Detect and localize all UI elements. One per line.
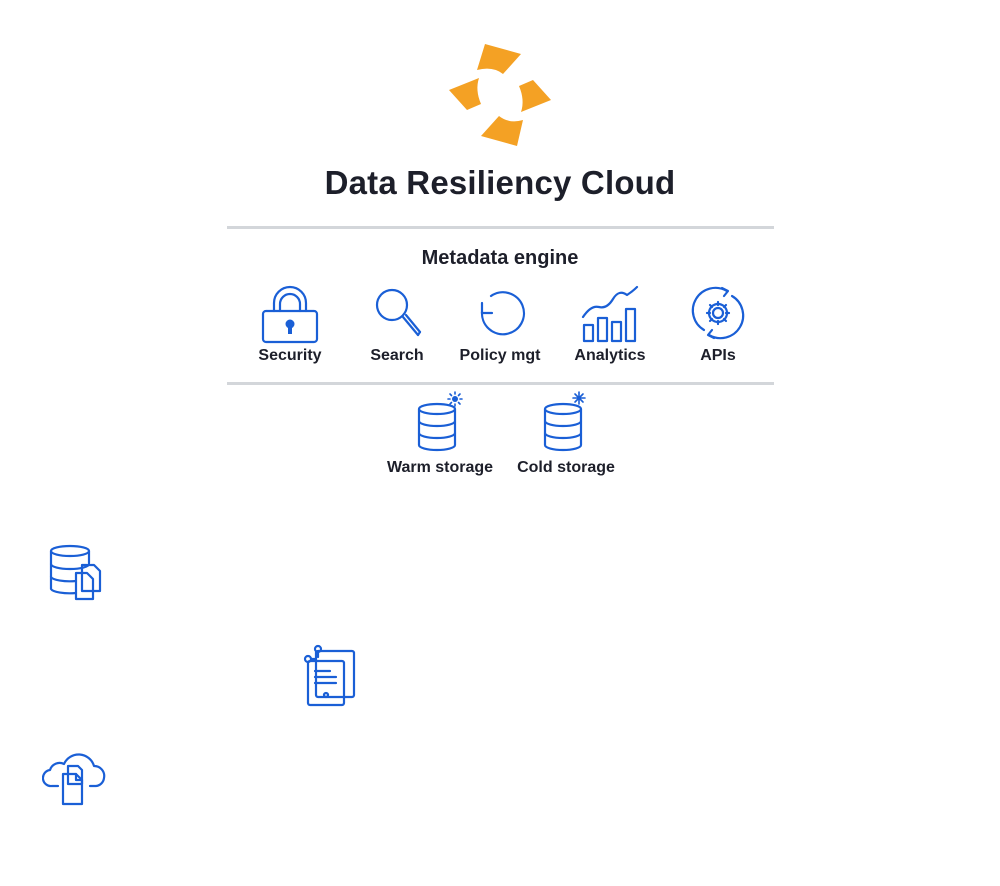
database-files-icon: [46, 543, 108, 608]
gear-sync-icon: [691, 286, 745, 340]
padlock-icon: [261, 285, 319, 344]
storage-label: Warm storage: [386, 459, 494, 476]
feature-search: Search: [342, 285, 452, 365]
feature-analytics: Analytics: [555, 285, 665, 365]
cloud-files-icon: [41, 748, 110, 813]
top-divider: [227, 226, 774, 229]
storage-cold: Cold storage: [501, 391, 631, 477]
metadata-engine-title: Metadata engine: [421, 247, 579, 269]
page-title: Data Resiliency Cloud: [324, 164, 676, 201]
database-sun-icon: [417, 391, 463, 452]
feature-label: Analytics: [574, 347, 646, 364]
database-snowflake-icon: [543, 391, 586, 452]
magnifier-icon: [375, 288, 422, 337]
circular-arrow-icon: [480, 291, 526, 336]
feature-label: Search: [370, 347, 424, 364]
storage-label: Cold storage: [517, 459, 615, 476]
bottom-divider: [227, 382, 774, 385]
feature-label: Policy mgt: [459, 347, 541, 364]
storage-warm: Warm storage: [375, 391, 505, 477]
feature-label: Security: [258, 347, 322, 364]
feature-security: Security: [235, 285, 345, 365]
document-tablet-icon: [300, 643, 362, 714]
pinwheel-logo-icon: [447, 40, 553, 150]
feature-apis: APIs: [663, 285, 773, 365]
bar-chart-trend-icon: [581, 285, 639, 343]
feature-label: APIs: [700, 347, 736, 364]
feature-policy-mgt: Policy mgt: [445, 285, 555, 365]
